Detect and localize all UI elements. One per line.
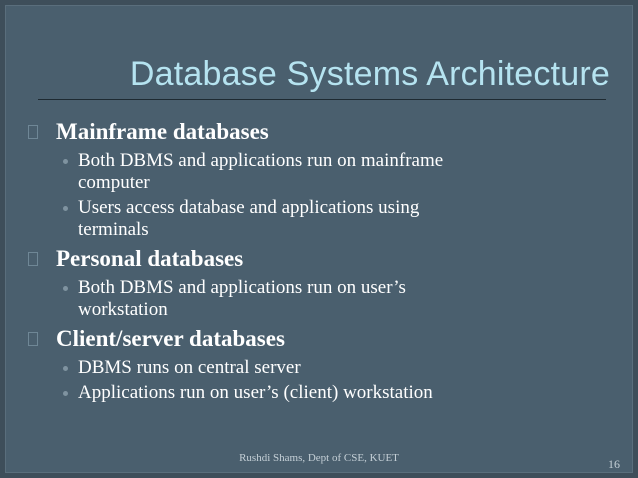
square-outline-bullet-icon [28,125,38,139]
slide-content: Mainframe databases Both DBMS and applic… [26,118,606,408]
bullet-text-line: Both DBMS and applications run on mainfr… [78,150,444,171]
section-mainframe: Mainframe databases Both DBMS and applic… [26,118,606,241]
section-heading-text: Client/server databases [56,326,285,351]
slide [5,5,633,473]
bullet-item: DBMS runs on central server [26,357,606,379]
slide-title: Database Systems Architecture [129,55,610,93]
bullet-text-line: Applications run on user’s (client) work… [78,382,433,403]
bullet-item: Both DBMS and applications run on mainfr… [26,150,606,194]
dot-bullet-icon [63,159,68,164]
bullet-text-line: workstation [78,299,168,320]
dot-bullet-icon [63,366,68,371]
dot-bullet-icon [63,286,68,291]
section-client-server: Client/server databases DBMS runs on cen… [26,325,606,404]
page-number: 16 [608,457,620,471]
dot-bullet-icon [63,206,68,211]
section-heading: Personal databases [26,245,606,273]
bullet-text-line: Users access database and applications u… [78,197,420,218]
section-heading-text: Mainframe databases [56,119,269,144]
dot-bullet-icon [63,391,68,396]
section-heading-text: Personal databases [56,246,244,271]
section-heading: Mainframe databases [26,118,606,146]
square-outline-bullet-icon [28,332,38,346]
slide-footer: Rushdi Shams, Dept of CSE, KUET [239,452,399,464]
bullet-text-line: DBMS runs on central server [78,357,301,378]
bullet-text-line: Both DBMS and applications run on user’s [78,277,406,298]
title-divider [38,99,606,100]
bullet-text-line: terminals [78,219,149,240]
bullet-item: Applications run on user’s (client) work… [26,382,606,404]
bullet-text-line: computer [78,172,150,193]
square-outline-bullet-icon [28,252,38,266]
bullet-item: Both DBMS and applications run on user’s… [26,277,606,321]
section-personal: Personal databases Both DBMS and applica… [26,245,606,321]
bullet-item: Users access database and applications u… [26,197,606,241]
section-heading: Client/server databases [26,325,606,353]
